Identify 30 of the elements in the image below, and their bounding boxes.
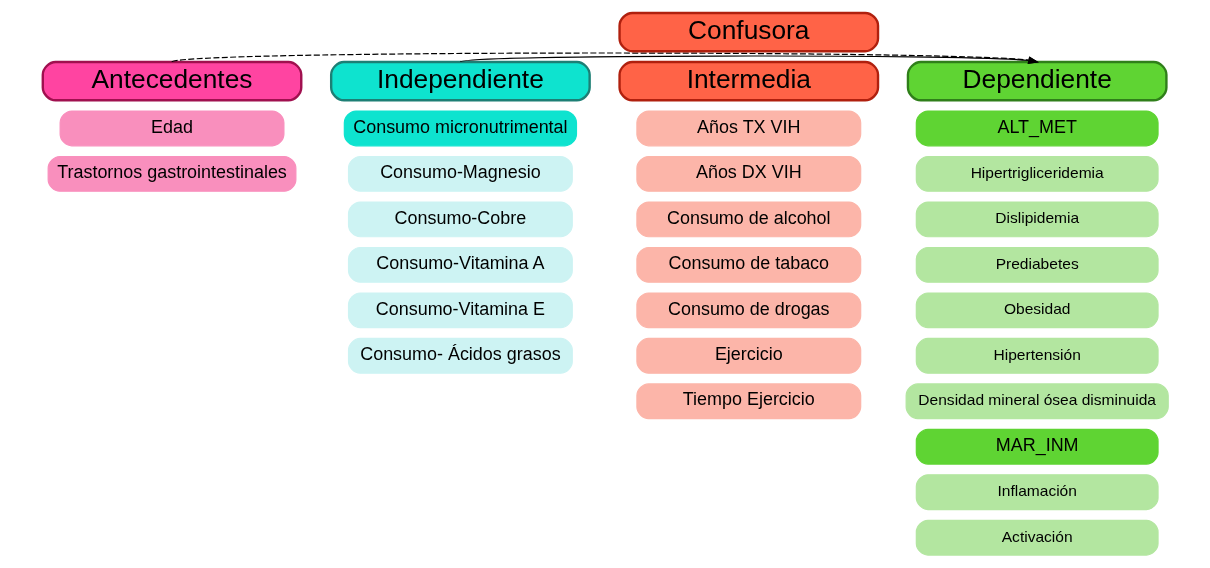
node-box: Consumo-Vitamina E [347, 292, 573, 329]
node-box: Consumo de drogas [635, 292, 861, 329]
node-box: Consumo-Cobre [347, 201, 573, 238]
node-box: Consumo- Ácidos grasos [347, 337, 573, 374]
node-box: Consumo-Magnesio [347, 155, 573, 192]
node-box: Intermedia [617, 60, 879, 102]
node-box: Consumo-Vitamina A [347, 246, 573, 283]
node-box: Densidad mineral ósea disminuida [905, 383, 1169, 420]
node-box: Hipertensión [915, 337, 1159, 374]
node-box: Trastornos gastrointestinales [47, 155, 296, 192]
node-box: Años TX VIH [635, 110, 861, 147]
node-box: Confusora [617, 11, 879, 53]
node-box: Prediabetes [915, 246, 1159, 283]
node-box: Consumo de alcohol [635, 201, 861, 238]
node-box: Dislipidemia [915, 201, 1159, 238]
node-box: ALT_MET [915, 110, 1159, 147]
node-box: Antecedentes [41, 60, 302, 102]
node-box: Independiente [329, 60, 591, 102]
node-box: Años DX VIH [635, 155, 861, 192]
node-box: Consumo de tabaco [635, 246, 861, 283]
node-box: Tiempo Ejercicio [635, 383, 861, 420]
node-box: Dependiente [906, 60, 1168, 102]
node-box: Obesidad [915, 292, 1159, 329]
node-box: MAR_INM [915, 428, 1159, 465]
node-box: Activación [915, 519, 1159, 556]
node-box: Edad [59, 110, 284, 147]
node-box: Inflamación [915, 474, 1159, 511]
node-box: Consumo micronutrimental [343, 110, 577, 147]
node-box: Ejercicio [635, 337, 861, 374]
node-box: Hipertrigliceridemia [915, 155, 1159, 192]
